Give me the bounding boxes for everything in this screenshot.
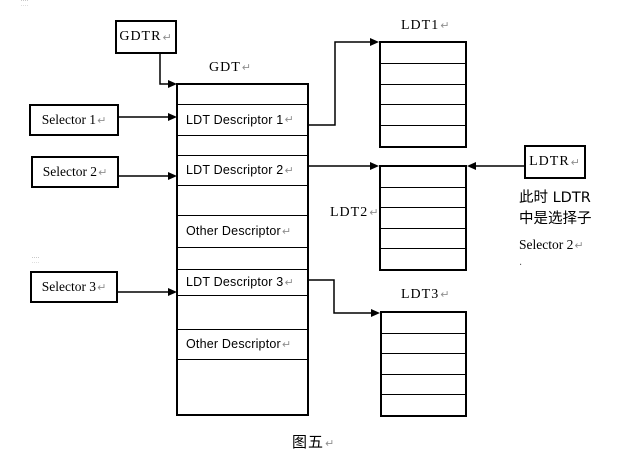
return-mark-icon: ↵ <box>574 239 584 252</box>
ldt3-row-empty <box>382 313 465 334</box>
note-line-2: 中是选择子 <box>519 211 592 227</box>
wire-ldtr-to-ldt2 <box>467 162 524 170</box>
ldt3-row-empty <box>382 354 465 375</box>
arrowhead-ldt2-left <box>370 162 379 170</box>
gdt-row-other-descriptor: Other Descriptor↵ <box>178 216 307 248</box>
ldt2-title: LDT2↵ <box>330 205 380 220</box>
ldt2-row-empty <box>381 188 465 209</box>
arrowhead-ldt3 <box>371 309 380 317</box>
wire-descriptor3-to-ldt3 <box>309 279 380 317</box>
ldt1-row-empty <box>381 43 465 64</box>
return-mark-icon: ↵ <box>440 288 451 301</box>
gdtr-box: GDTR↵ <box>115 20 177 54</box>
arrowhead-ldt2-right <box>467 162 476 170</box>
gdt-table: LDT Descriptor 1↵ LDT Descriptor 2↵ Othe… <box>176 83 309 416</box>
return-mark-icon: ↵ <box>284 113 294 127</box>
ldt3-title: LDT3↵ <box>401 287 451 302</box>
return-mark-icon: ↵ <box>98 165 108 179</box>
gdt-row-empty <box>178 186 307 216</box>
ldtr-box: LDTR↵ <box>524 145 586 179</box>
gdt-title: GDT↵ <box>209 60 252 75</box>
ldt1-table <box>379 41 467 148</box>
wire-selector1-to-gdt <box>119 113 177 121</box>
return-mark-icon: ↵ <box>241 61 252 74</box>
selector-2-box: Selector 2↵ <box>31 156 119 188</box>
return-mark-icon: ↵ <box>97 113 107 127</box>
return-mark-icon: ↵ <box>162 30 173 44</box>
note-text: 此时 LDTR 中是选择子 Selector 2↵ . <box>519 188 633 270</box>
faint-artifact <box>21 0 28 6</box>
return-mark-icon: ↵ <box>281 337 292 351</box>
ldt3-row-empty <box>382 334 465 355</box>
gdt-row-ldt-descriptor-1: LDT Descriptor 1↵ <box>178 105 307 136</box>
ldt2-row-empty <box>381 208 465 229</box>
ldt2-row-empty <box>381 229 465 250</box>
return-mark-icon: ↵ <box>369 206 380 219</box>
ldt3-row-empty <box>382 395 465 415</box>
selector-3-box: Selector 3↵ <box>30 271 118 303</box>
gdt-row-empty <box>178 136 307 156</box>
gdt-row-ldt-descriptor-3: LDT Descriptor 3↵ <box>178 270 307 296</box>
return-mark-icon: ↵ <box>281 224 292 238</box>
ldt2-row-empty <box>381 167 465 188</box>
arrowhead-gdtr <box>168 80 177 88</box>
return-mark-icon: ↵ <box>325 437 336 450</box>
wire-selector3-to-gdt <box>118 288 177 296</box>
wire-selector2-to-gdt <box>119 172 177 180</box>
arrowhead-selector3 <box>168 288 177 296</box>
gdt-row-empty <box>178 360 307 414</box>
return-mark-icon: ↵ <box>440 19 451 32</box>
gdt-row-empty <box>178 248 307 270</box>
return-mark-icon: ↵ <box>570 155 581 169</box>
ldt2-table <box>379 165 467 271</box>
wire-gdtr-to-gdt <box>159 54 177 88</box>
ldt1-row-empty <box>381 105 465 127</box>
return-mark-icon: ↵ <box>97 280 107 294</box>
gdt-row-other-descriptor: Other Descriptor↵ <box>178 330 307 360</box>
wire-descriptor1-to-ldt1 <box>309 38 379 126</box>
ldt1-row-empty <box>381 126 465 146</box>
figure-caption: 图五↵ <box>292 433 336 451</box>
gdt-row-ldt-descriptor-2: LDT Descriptor 2↵ <box>178 156 307 186</box>
ldt2-row-empty <box>381 249 465 269</box>
selector-1-box: Selector 1↵ <box>29 104 119 136</box>
arrowhead-selector1 <box>168 113 177 121</box>
arrowhead-ldt1 <box>370 38 379 46</box>
ldt1-title: LDT1↵ <box>401 18 451 33</box>
ldtr-label: LDTR <box>529 154 570 169</box>
ldt1-row-empty <box>381 85 465 106</box>
wire-descriptor2-to-ldt2 <box>309 162 379 170</box>
faint-artifact <box>32 257 39 263</box>
ldt1-row-empty <box>381 64 465 85</box>
note-line-3: Selector 2↵ <box>519 237 584 252</box>
note-line-1: 此时 LDTR <box>519 190 591 206</box>
note-line-4: . <box>519 257 523 268</box>
ldt3-row-empty <box>382 375 465 396</box>
gdt-row-empty <box>178 296 307 330</box>
gdt-row-empty <box>178 85 307 105</box>
ldt3-table <box>380 311 467 417</box>
return-mark-icon: ↵ <box>284 163 294 177</box>
return-mark-icon: ↵ <box>284 275 294 289</box>
gdtr-label: GDTR <box>119 29 162 44</box>
arrowhead-selector2 <box>168 172 177 180</box>
